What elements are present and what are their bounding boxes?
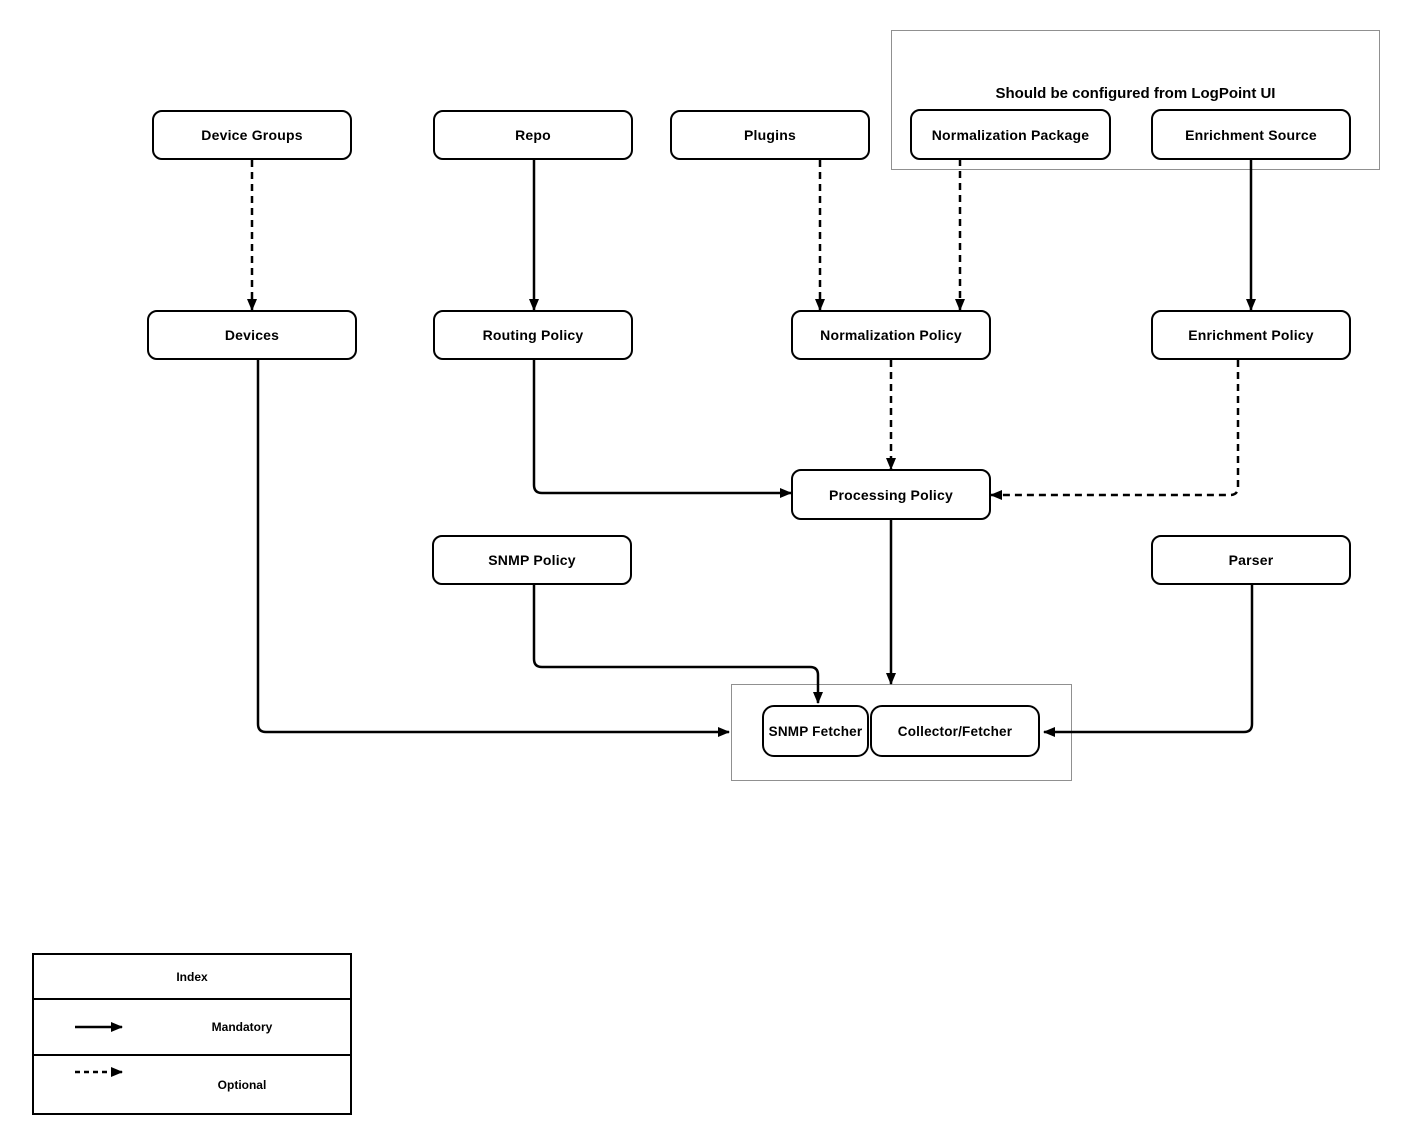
edge-routing-policy-to-processing-policy	[532, 360, 792, 498]
node-snmp-fetcher: SNMP Fetcher	[762, 705, 869, 757]
node-plugins: Plugins	[670, 110, 870, 160]
legend-mandatory-label: Mandatory	[211, 1020, 273, 1034]
edge-parser-to-collector-fetcher	[1043, 585, 1254, 737]
node-collector-fetcher: Collector/Fetcher	[870, 705, 1040, 757]
edge-snmp-policy-to-snmp-fetcher	[532, 585, 823, 704]
node-routing-policy: Routing Policy	[433, 310, 633, 360]
legend: Index Mandatory Optional	[32, 953, 352, 1115]
node-enrichment-source: Enrichment Source	[1151, 109, 1351, 160]
node-repo: Repo	[433, 110, 633, 160]
legend-optional-arrow-icon	[75, 1066, 123, 1077]
node-parser: Parser	[1151, 535, 1351, 585]
legend-row-mandatory: Mandatory	[34, 1000, 350, 1056]
node-devices: Devices	[147, 310, 357, 360]
node-snmp-policy: SNMP Policy	[432, 535, 632, 585]
legend-row-optional: Optional	[34, 1056, 350, 1113]
edge-devices-to-snmp-fetcher	[256, 360, 730, 737]
legend-mandatory-arrow-icon	[75, 1022, 123, 1032]
node-normalization-package: Normalization Package	[910, 109, 1111, 160]
node-normalization-policy: Normalization Policy	[791, 310, 991, 360]
node-device-groups: Device Groups	[152, 110, 352, 160]
group-title: Should be configured from LogPoint UI	[995, 85, 1276, 102]
legend-optional-label: Optional	[217, 1077, 267, 1092]
edge-enrichment-policy-to-processing-policy	[990, 360, 1240, 500]
node-processing-policy: Processing Policy	[791, 469, 991, 520]
legend-title: Index	[34, 955, 350, 1000]
node-enrichment-policy: Enrichment Policy	[1151, 310, 1351, 360]
